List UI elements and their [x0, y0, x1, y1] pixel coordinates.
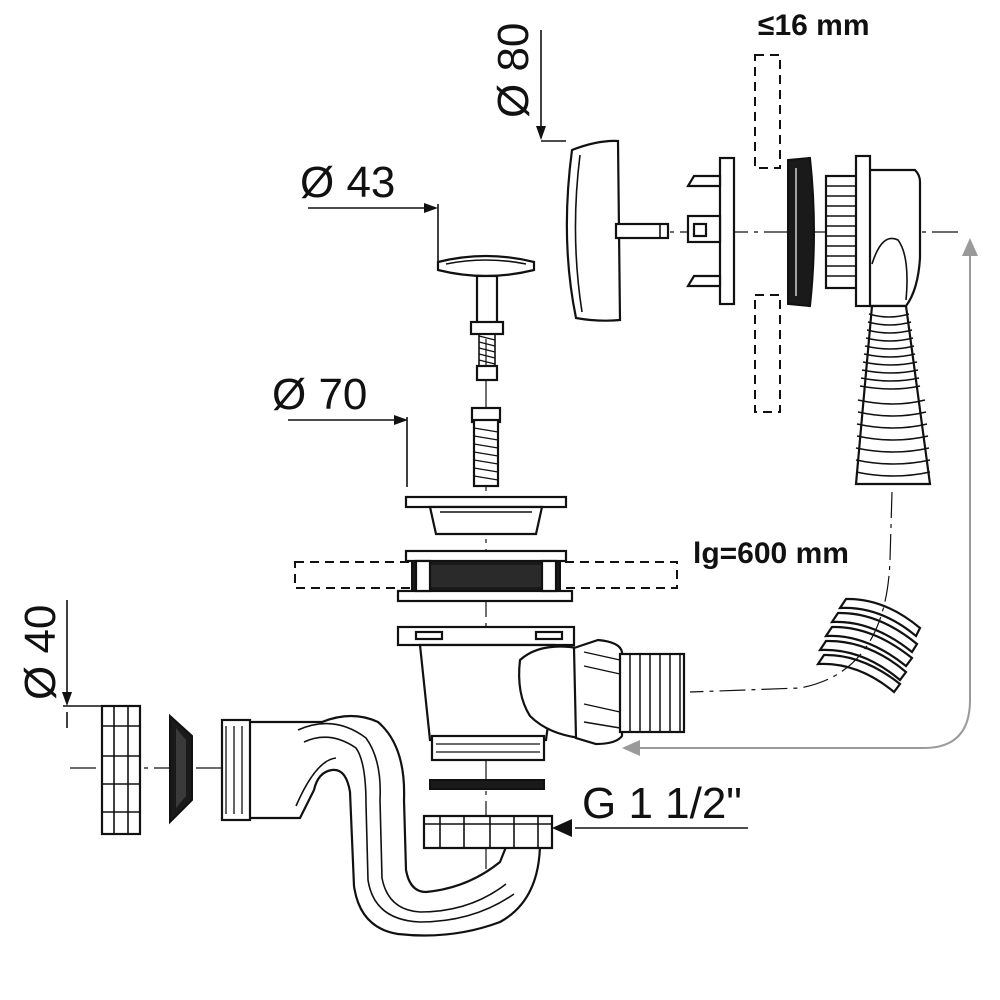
label-d70: Ø 70 [272, 370, 367, 419]
outlet-cone-seal [169, 713, 193, 825]
dimension-d70: Ø 70 [272, 370, 408, 487]
drain-o-ring [429, 779, 545, 790]
label-d80: Ø 80 [489, 23, 538, 118]
dimension-wall-thickness: ≤16 mm [758, 9, 870, 42]
trap-union-nut [422, 814, 554, 850]
dimension-d80: Ø 80 [489, 23, 566, 142]
pop-up-stopper [436, 254, 536, 382]
dimension-thread: G 1 1/2" [552, 779, 748, 837]
overflow-flex-hose [854, 304, 932, 486]
trap-u-bend [220, 714, 542, 937]
label-d43: Ø 43 [300, 158, 395, 207]
hose-break-section [815, 597, 922, 694]
label-d40: Ø 40 [16, 605, 65, 700]
bath-wall-section-overflow [754, 54, 781, 413]
outlet-compression-nut [100, 704, 142, 836]
flow-arrow [622, 238, 978, 756]
overflow-gasket [787, 156, 815, 308]
label-cable-length: lg=600 mm [693, 537, 849, 570]
dimension-cable-length: lg=600 mm [693, 537, 849, 570]
dimension-d43: Ø 43 [300, 158, 439, 262]
bath-floor-section [294, 561, 678, 589]
drain-gasket [396, 549, 574, 603]
label-thread: G 1 1/2" [582, 779, 742, 828]
hose-routing-line [689, 491, 893, 693]
dimension-d40: Ø 40 [16, 600, 106, 728]
label-wall-thickness: ≤16 mm [758, 9, 870, 42]
overflow-retaining-clip [686, 156, 736, 306]
stopper-threaded-stud [470, 406, 502, 488]
drain-flange [404, 495, 568, 536]
overflow-body [824, 154, 922, 308]
overflow-cover-cap [565, 139, 670, 322]
drain-body [396, 625, 686, 762]
